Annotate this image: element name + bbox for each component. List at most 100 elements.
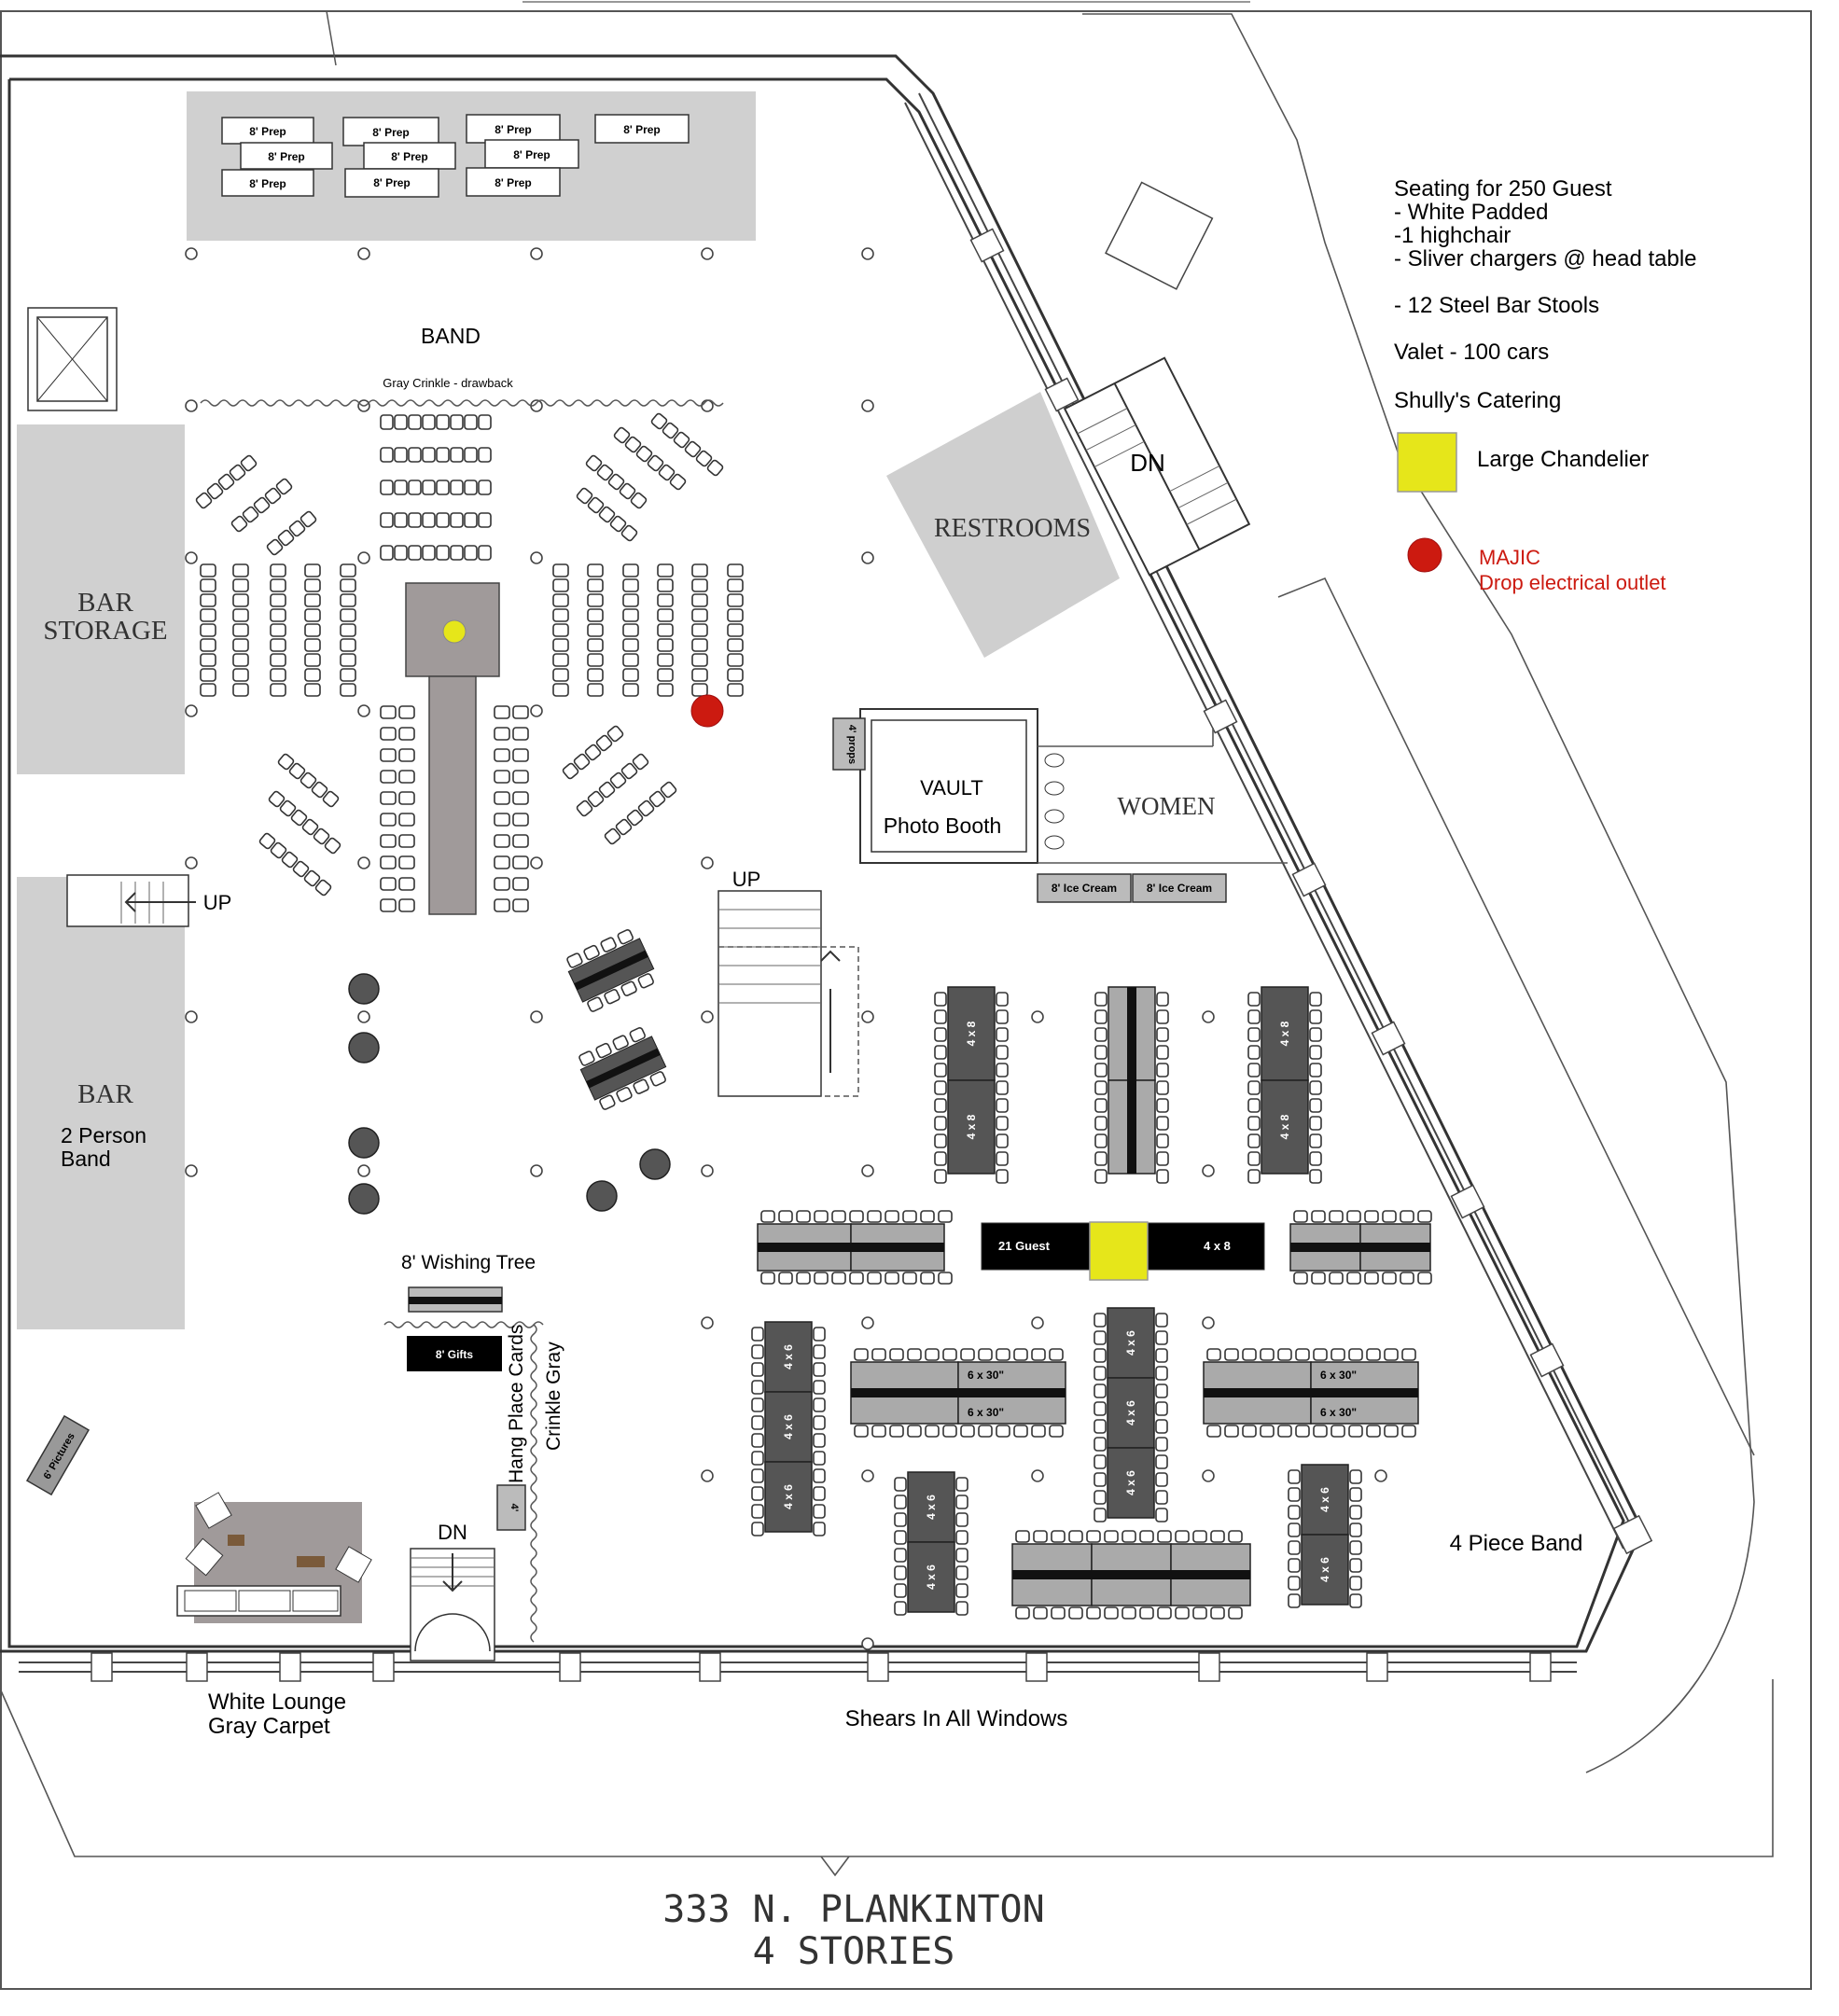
chair [660,781,677,799]
building-walls [0,1,1812,1990]
chair [494,855,510,869]
chair [266,538,284,556]
dining-table [1011,1530,1251,1620]
chair [304,668,321,682]
pictures-table: 6' Pictures [25,1414,91,1496]
chair [587,496,605,514]
chair [232,608,249,622]
vault-room: VAULT Photo Booth [859,708,1038,864]
chair [340,578,356,592]
chair [380,727,397,741]
chair [727,593,744,607]
chair [380,480,394,495]
chair [340,668,356,682]
chair [622,608,639,622]
chair [300,772,317,789]
chair [622,578,639,592]
chair [464,512,478,528]
head-table-size: 4 x 8 [1204,1239,1231,1253]
chair [422,512,436,528]
chair [279,799,297,817]
chair [632,753,649,771]
chair [408,447,422,463]
chair [464,414,478,430]
chandelier-marker-small [442,619,467,644]
chair [380,834,397,848]
chair [206,482,224,500]
chair [613,426,631,444]
chair [217,473,235,491]
chair [270,578,286,592]
columns [185,247,1387,1650]
chair [398,834,415,848]
chair [494,770,510,784]
bar-note-2: Band [61,1147,111,1171]
legend-outlet-swatch [1407,537,1442,573]
chair [494,727,510,741]
chair [270,638,286,652]
chair [669,473,687,491]
chair [512,748,529,762]
chair [398,813,415,827]
chair [380,414,394,430]
legend-line-3: -1 highchair [1394,223,1511,248]
chandelier-marker [1089,1221,1149,1281]
chair [380,705,397,719]
chair [727,668,744,682]
chair [622,623,639,637]
chair [394,545,408,561]
head-table-label: 21 Guest [998,1239,1051,1253]
dining-table: 4 x 84 x 8 [934,986,1009,1184]
chair [268,790,286,808]
stairs-bottom: DN [410,1521,495,1661]
chair [322,790,340,808]
chair [380,791,397,805]
chair [304,638,321,652]
chair [340,623,356,637]
chair [637,799,655,817]
chair [552,653,569,667]
chair [270,653,286,667]
chair [230,515,248,533]
chair [512,813,529,827]
chair [304,608,321,622]
bar-area: BAR 2 Person Band [17,877,185,1329]
chair [422,480,436,495]
legend-chandelier-swatch [1397,432,1457,493]
chair [662,422,679,439]
band-area: BAND Gray Crinkle - drawback [200,324,724,407]
ceremony-seating [195,412,744,912]
svg-text:4 x 6: 4 x 6 [1318,1557,1331,1582]
chair [691,638,708,652]
chair [340,608,356,622]
chair [552,608,569,622]
chair [576,487,593,505]
chair [587,683,604,697]
chair [277,529,295,547]
svg-text:4 x 6: 4 x 6 [1124,1470,1137,1495]
dining-tables: 4 x 84 x 84 x 84 x 84 x 64 x 64 x 66 x 3… [566,928,1432,1620]
chair [552,668,569,682]
legend-line-1: Seating for 250 Guest [1394,176,1612,202]
chair [691,563,708,577]
chair [624,436,642,453]
chair [684,440,702,458]
chair [380,545,394,561]
chair [232,683,249,697]
chair [270,683,286,697]
chair [587,653,604,667]
chair [478,447,492,463]
chair [512,705,529,719]
chair [657,578,674,592]
chair [622,653,639,667]
chair [657,683,674,697]
chair [394,512,408,528]
women-label: WOMEN [1118,792,1216,820]
chair [380,447,394,463]
chair [380,748,397,762]
chair [727,638,744,652]
bar-label: BAR [77,1079,133,1109]
chair [398,748,415,762]
chair [691,683,708,697]
